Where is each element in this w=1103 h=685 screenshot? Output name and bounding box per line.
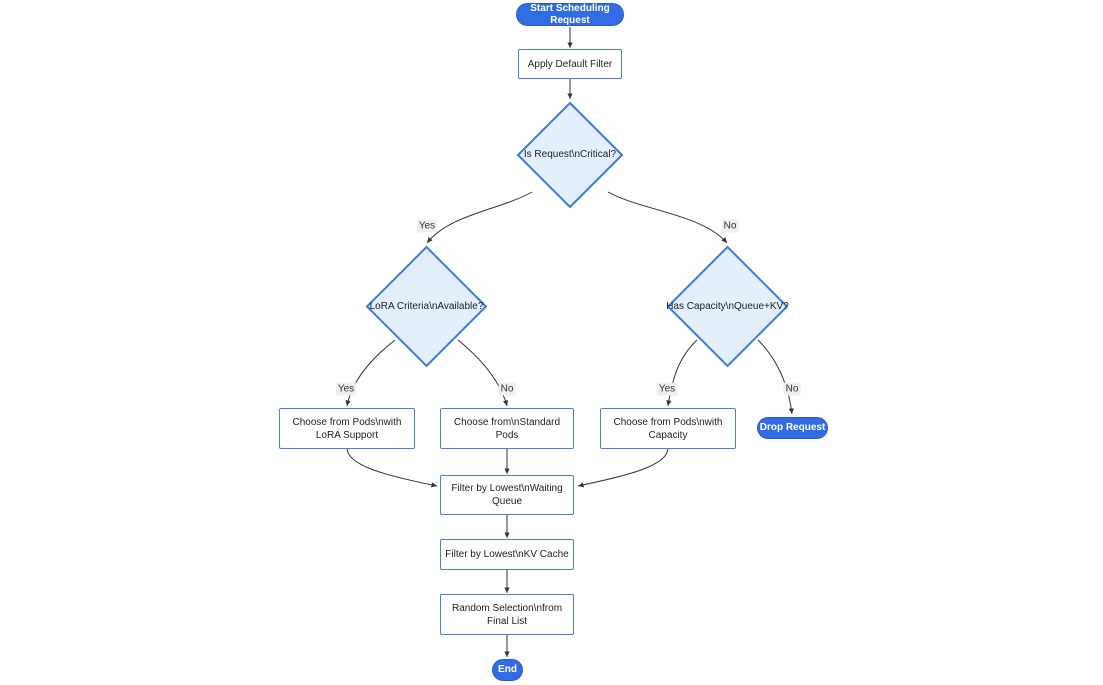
- edge-label-lora-no: No: [498, 382, 516, 396]
- node-has-capacity-label: Has Capacity\nQueue+KV?: [666, 300, 789, 312]
- node-choose-capacity-pods-line2: Capacity: [648, 429, 688, 441]
- edge-label-critical-no: No: [721, 219, 739, 233]
- node-has-capacity[interactable]: Has Capacity\nQueue+KV?: [666, 245, 789, 368]
- edge-label-critical-yes: Yes: [416, 219, 438, 233]
- node-choose-lora-pods[interactable]: Choose from Pods\nwith LoRA Support: [279, 408, 415, 449]
- diamond-shape-has-capacity: [666, 245, 789, 368]
- node-choose-lora-pods-line1: Choose from Pods\nwith: [292, 416, 402, 428]
- node-is-request-critical-label: Is Request\nCritical?: [523, 149, 617, 160]
- node-choose-lora-pods-line2: LoRA Support: [315, 429, 379, 441]
- node-choose-standard-pods-line1: Choose from\nStandard: [453, 416, 561, 428]
- node-random-selection-line2: Final List: [486, 615, 527, 627]
- node-filter-kv-cache-line1: Filter by Lowest\nKV Cache: [445, 549, 569, 560]
- diamond-shape-is-request-critical: [516, 101, 624, 209]
- node-apply-default-filter-label: Apply Default Filter: [527, 58, 613, 70]
- node-choose-capacity-pods[interactable]: Choose from Pods\nwith Capacity: [600, 408, 736, 449]
- node-filter-waiting-queue-line1: Filter by Lowest\nWaiting: [451, 483, 563, 494]
- node-random-selection-line1: Random Selection\nfrom: [451, 602, 563, 614]
- node-is-request-critical[interactable]: Is Request\nCritical?: [516, 101, 624, 209]
- node-start-label: Start Scheduling Request: [530, 2, 610, 26]
- edge-choose-lora-pods-to-filter-queue: [346, 447, 438, 488]
- edge-capacity-yes-to-choose-capacity-pods: [666, 339, 698, 407]
- edge-lora-no-to-choose-standard-pods: [457, 339, 509, 407]
- node-drop-request-label: Drop Request: [759, 422, 826, 433]
- edge-lora-yes-to-choose-lora-pods: [345, 339, 396, 407]
- edge-critical-no-to-capacity: [607, 191, 728, 244]
- node-filter-waiting-queue-line2: Queue: [491, 496, 523, 507]
- node-lora-criteria-available[interactable]: LoRA Criteria\nAvailable?: [365, 245, 488, 368]
- node-filter-kv-cache[interactable]: Filter by Lowest\nKV Cache: [440, 539, 574, 570]
- node-apply-default-filter[interactable]: Apply Default Filter: [518, 49, 622, 79]
- node-drop-request[interactable]: Drop Request: [757, 417, 828, 439]
- edge-choose-capacity-pods-to-filter-queue: [577, 447, 669, 488]
- edge-label-capacity-yes: Yes: [656, 382, 678, 396]
- node-lora-criteria-available-label: LoRA Criteria\nAvailable?: [369, 300, 484, 312]
- node-choose-standard-pods-line2: Pods: [495, 429, 519, 441]
- node-choose-capacity-pods-line1: Choose from Pods\nwith: [613, 416, 723, 428]
- edge-critical-yes-to-lora: [426, 191, 533, 244]
- node-end-label: End: [498, 664, 517, 675]
- diamond-shape-lora-criteria-available: [365, 245, 488, 368]
- node-choose-standard-pods[interactable]: Choose from\nStandard Pods: [440, 408, 574, 449]
- node-random-selection[interactable]: Random Selection\nfrom Final List: [440, 594, 574, 635]
- node-filter-waiting-queue[interactable]: Filter by Lowest\nWaiting Queue: [440, 475, 574, 515]
- edge-label-lora-yes: Yes: [335, 382, 357, 396]
- edge-label-capacity-no: No: [783, 382, 801, 396]
- node-end[interactable]: End: [492, 659, 523, 681]
- node-start[interactable]: Start Scheduling Request: [516, 3, 624, 26]
- edge-capacity-no-to-drop-request: [757, 339, 794, 415]
